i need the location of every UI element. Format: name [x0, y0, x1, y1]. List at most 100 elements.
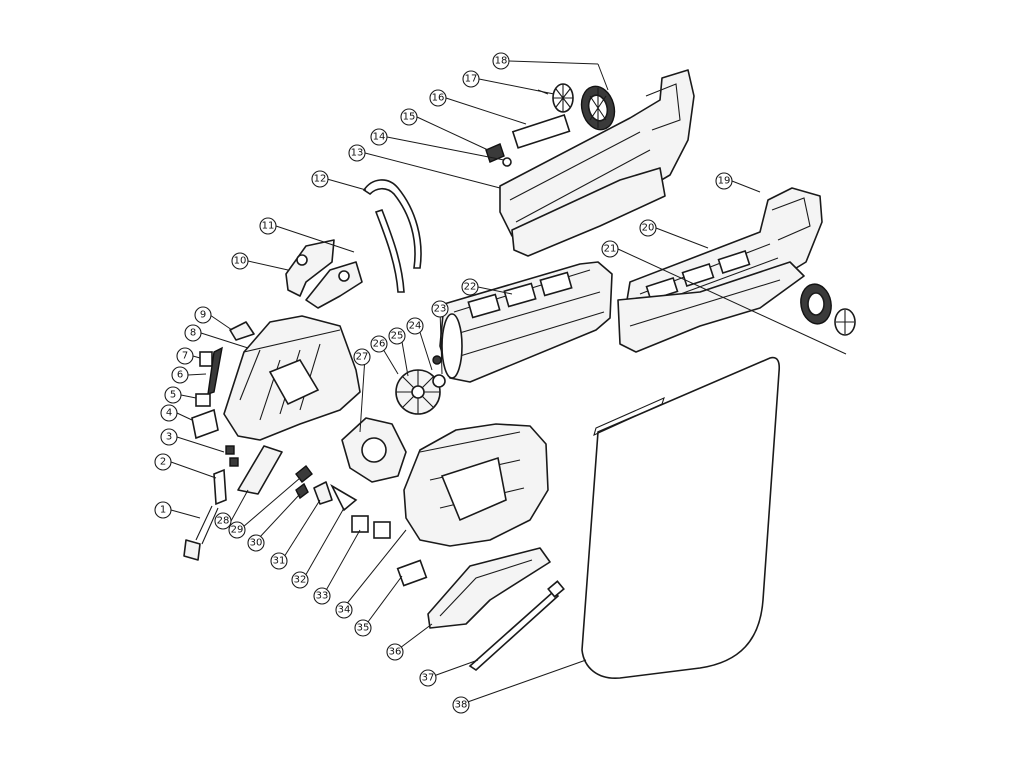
part-16-label — [511, 114, 571, 149]
part-33-pad-b — [373, 521, 391, 539]
callout-31: 31 — [270, 552, 288, 570]
callout-37: 37 — [419, 669, 437, 687]
callout-21: 21 — [601, 240, 619, 258]
callout-38: 38 — [452, 696, 470, 714]
part-10-handle-left — [285, 239, 335, 297]
callout-30: 30 — [247, 534, 265, 552]
svg-text:13: 13 — [351, 148, 364, 159]
part-22-intake-tube — [439, 261, 613, 383]
part-9-switch-lever — [229, 321, 255, 341]
callout-6: 6 — [171, 366, 189, 384]
svg-text:14: 14 — [373, 132, 386, 143]
callout-8: 8 — [184, 324, 202, 342]
callout-20: 20 — [639, 219, 657, 237]
part-21-lower-tube-lower — [617, 261, 805, 353]
part-35-label — [396, 559, 428, 587]
part-28-switch-base — [237, 445, 283, 495]
callout-29: 29 — [228, 521, 246, 539]
callout-9: 9 — [194, 306, 212, 324]
svg-text:1: 1 — [160, 505, 166, 516]
svg-text:18: 18 — [495, 56, 508, 67]
svg-text:27: 27 — [356, 352, 369, 363]
callout-35: 35 — [354, 619, 372, 637]
svg-text:22: 22 — [464, 282, 477, 293]
svg-text:21: 21 — [604, 244, 617, 255]
callout-17: 17 — [462, 70, 480, 88]
callout-18: 18 — [492, 52, 510, 70]
part-7-switch — [199, 351, 213, 367]
callout-4: 4 — [160, 404, 178, 422]
svg-text:4: 4 — [166, 408, 172, 419]
part-12-hose — [362, 179, 422, 269]
callout-28: 28 — [214, 512, 232, 530]
svg-text:36: 36 — [389, 647, 402, 658]
callout-26: 26 — [370, 335, 388, 353]
part-6-contact — [207, 346, 223, 396]
callout-1: 1 — [154, 501, 172, 519]
callout-19: 19 — [715, 172, 733, 190]
part-18-front-wheel — [580, 85, 616, 131]
svg-text:10: 10 — [234, 256, 247, 267]
callout-5: 5 — [164, 386, 182, 404]
svg-text:9: 9 — [200, 310, 206, 321]
part-32-plate — [330, 483, 358, 512]
callout-22: 22 — [461, 278, 479, 296]
part-14-spring — [502, 157, 512, 167]
callout-16: 16 — [429, 89, 447, 107]
svg-text:8: 8 — [190, 328, 196, 339]
svg-text:31: 31 — [273, 556, 286, 567]
part-5-cap — [195, 393, 211, 407]
svg-text:19: 19 — [718, 176, 731, 187]
part-11-handle-right — [305, 261, 363, 309]
svg-text:33: 33 — [316, 591, 329, 602]
svg-text:30: 30 — [250, 538, 263, 549]
svg-text:5: 5 — [170, 390, 176, 401]
callout-badges: 1 2 3 4 5 6 7 8 9 10 11 12 13 14 15 16 1… — [154, 52, 733, 714]
svg-text:11: 11 — [262, 221, 275, 232]
svg-text:3: 3 — [166, 432, 172, 443]
svg-text:16: 16 — [432, 93, 445, 104]
svg-text:38: 38 — [455, 700, 468, 711]
part-33-pad — [351, 515, 369, 533]
callout-7: 7 — [176, 347, 194, 365]
callout-24: 24 — [406, 317, 424, 335]
part-34-right-housing — [403, 423, 549, 547]
part-17-wheel-hub — [537, 83, 574, 113]
callout-11: 11 — [259, 217, 277, 235]
callout-3: 3 — [160, 428, 178, 446]
part-25-impeller — [395, 369, 441, 415]
svg-text:12: 12 — [314, 174, 327, 185]
callout-32: 32 — [291, 571, 309, 589]
part-4-plate — [191, 408, 219, 440]
callout-34: 34 — [335, 601, 353, 619]
part-31-lever — [313, 481, 333, 505]
callout-12: 12 — [311, 170, 329, 188]
leader-lines — [170, 60, 847, 705]
part-36-nozzle — [427, 547, 551, 629]
part-37-cable-tie — [468, 580, 565, 672]
svg-text:25: 25 — [391, 331, 404, 342]
svg-text:26: 26 — [373, 339, 386, 350]
svg-text:17: 17 — [465, 74, 478, 85]
callout-10: 10 — [231, 252, 249, 270]
svg-text:2: 2 — [160, 457, 166, 468]
part-23-fan-nut — [432, 374, 446, 388]
part-2-strain-relief — [213, 468, 227, 506]
svg-text:15: 15 — [403, 112, 416, 123]
part-20-lower-tube-upper — [625, 187, 823, 323]
callout-27: 27 — [353, 348, 371, 366]
callout-15: 15 — [400, 108, 418, 126]
part-rear-wheel — [800, 283, 856, 336]
part-27-motor — [341, 417, 407, 483]
part-12-hose-lower — [374, 208, 405, 293]
svg-text:7: 7 — [182, 351, 188, 362]
part-13-upper-tube-top — [499, 69, 695, 257]
svg-text:28: 28 — [217, 516, 230, 527]
part-24-washer — [432, 355, 442, 365]
callout-25: 25 — [388, 327, 406, 345]
callout-36: 36 — [386, 643, 404, 661]
svg-text:34: 34 — [338, 605, 351, 616]
part-1-power-cord — [183, 505, 219, 561]
